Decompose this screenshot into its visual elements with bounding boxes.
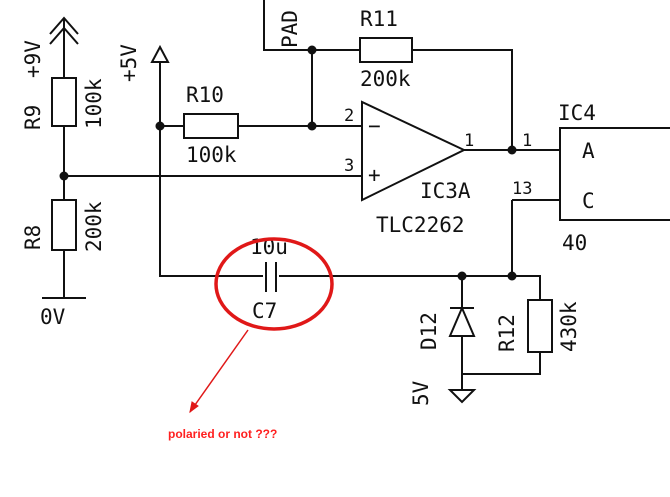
- opamp-ic3a: [361, 100, 560, 202]
- d12-ref: D12: [417, 312, 441, 350]
- junction-inv-input: [307, 121, 317, 131]
- r9-ref: R9: [21, 105, 45, 130]
- ic4-pin-a-label: A: [582, 139, 595, 163]
- c7-ref: C7: [252, 299, 277, 323]
- ground-0v: [42, 250, 86, 299]
- r11-value: 200k: [360, 67, 411, 91]
- capacitor-c7: [263, 262, 279, 292]
- r11-ref: R11: [360, 7, 398, 31]
- annotation-arrow-line: [189, 329, 249, 413]
- ic4-body: [559, 127, 670, 221]
- wire-r11-right: [412, 49, 513, 150]
- ic4-ref: IC4: [558, 101, 596, 125]
- d12-triangle: [448, 305, 476, 337]
- r10-body: [183, 113, 239, 139]
- ic3a-part: TLC2262: [376, 213, 465, 237]
- opamp-triangle: [361, 100, 467, 202]
- feedback-network: [263, 0, 513, 150]
- wire-r12-bottom: [462, 352, 541, 375]
- r8-value: 200k: [82, 201, 106, 252]
- ic4-pin-a-number: 1: [522, 131, 532, 151]
- ic4-block: [511, 127, 670, 276]
- ic3a-ref: IC3A: [420, 179, 471, 203]
- ic4-pin-c-number: 13: [512, 179, 532, 199]
- r9-body: [51, 77, 77, 127]
- plus9v-arrow-icon: [49, 16, 79, 45]
- d12-r12-network: [447, 271, 553, 404]
- wire-pad: [263, 0, 360, 51]
- r8-body: [51, 199, 77, 251]
- plus5v-arrow-icon: [150, 44, 170, 63]
- r9-r8-divider: [42, 16, 362, 299]
- r10-value: 100k: [186, 143, 237, 167]
- pin-noninv-number: 3: [344, 156, 354, 176]
- r8-ref: R8: [21, 225, 45, 250]
- annotation-circle: [214, 237, 334, 331]
- r9-value: 100k: [82, 78, 106, 129]
- r12-ref: R12: [495, 314, 519, 352]
- c7-plates: [265, 262, 277, 292]
- five-v-partial-label: 5V: [409, 380, 433, 406]
- annotation-arrowhead-icon: [189, 401, 199, 414]
- junction-output: [507, 145, 517, 155]
- plus9v-label: +9V: [21, 40, 45, 78]
- r12-body: [527, 299, 553, 353]
- pin-out-number: 1: [464, 131, 474, 151]
- opamp-minus-sign: −: [368, 114, 381, 138]
- annotation-text: polaried or not ???: [168, 427, 277, 441]
- ground-arrow-icon: [447, 389, 477, 404]
- plus5v-label: +5V: [117, 44, 141, 82]
- ic4-pin-c-label: C: [582, 189, 595, 213]
- wire-r12-top: [512, 275, 541, 300]
- r12-value: 430k: [557, 301, 581, 352]
- opamp-plus-sign: +: [368, 163, 381, 187]
- pin-inv-number: 2: [344, 106, 354, 126]
- r11-body: [359, 37, 413, 63]
- ic4-part-partial: 40: [562, 231, 587, 255]
- annotation-markup: [189, 237, 334, 414]
- r10-ref: R10: [186, 83, 224, 107]
- wire-plus5v-bottom: [159, 62, 512, 277]
- zero-v-label: 0V: [40, 305, 66, 329]
- pad-label: PAD: [278, 10, 302, 48]
- plus5v-rail: [150, 44, 512, 277]
